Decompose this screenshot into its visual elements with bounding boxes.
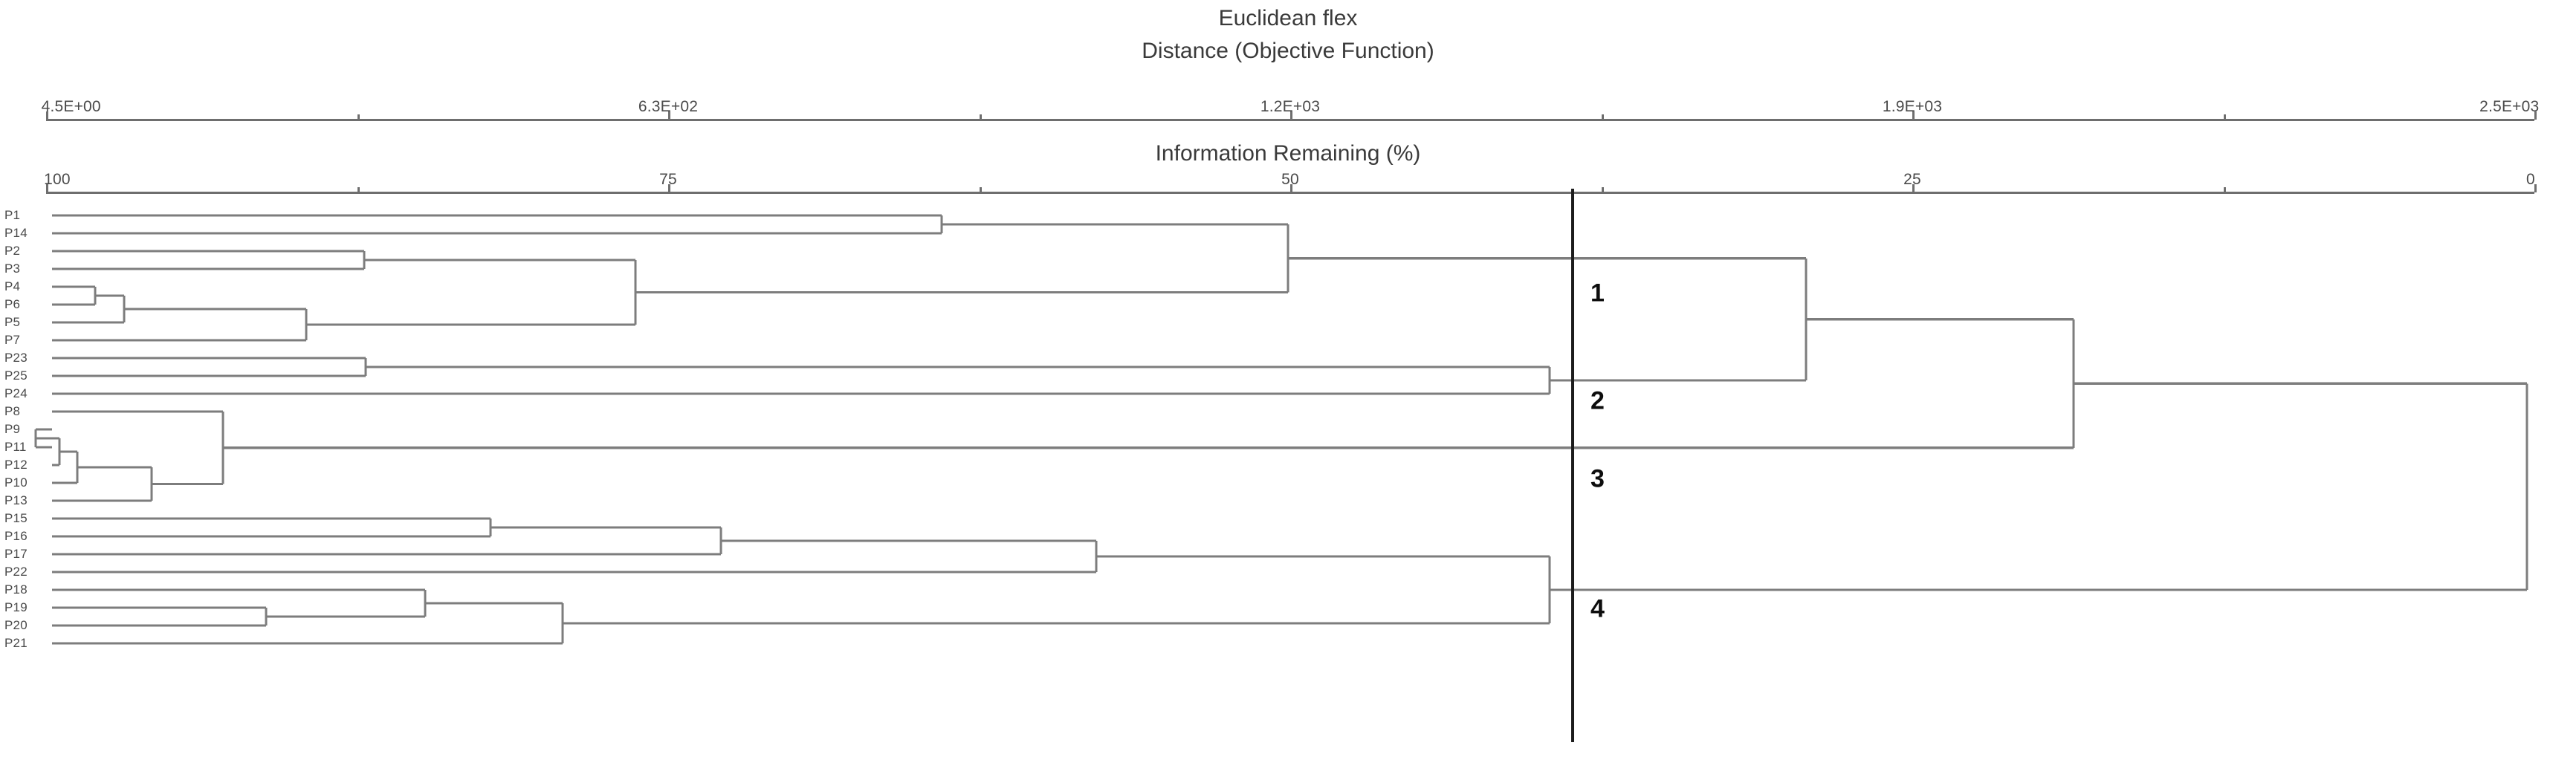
distance-axis-line xyxy=(46,119,2534,121)
axis-tick-label: 4.5E+00 xyxy=(41,98,101,115)
axis-tick-label: 75 xyxy=(659,171,677,188)
axis-tick-minor xyxy=(979,187,982,192)
axis-tick-label: 2.5E+03 xyxy=(2479,98,2540,115)
leaf-label-p16: P16 xyxy=(4,529,27,543)
axis-tick-minor xyxy=(357,187,360,192)
axis-tick-minor xyxy=(979,114,982,120)
leaf-label-p3: P3 xyxy=(4,261,21,276)
axis-tick-minor xyxy=(2223,187,2226,192)
axis-tick-major xyxy=(1290,184,1292,192)
axis-tick-minor xyxy=(357,114,360,120)
leaf-label-p2: P2 xyxy=(4,244,21,258)
leaf-label-p10: P10 xyxy=(4,475,27,490)
leaf-label-p21: P21 xyxy=(4,636,27,650)
leaf-label-p14: P14 xyxy=(4,226,27,240)
leaf-label-p15: P15 xyxy=(4,511,27,525)
leaf-label-p8: P8 xyxy=(4,404,21,418)
information-axis-label: Information Remaining (%) xyxy=(1155,141,1421,166)
leaf-label-p23: P23 xyxy=(4,351,27,365)
axis-tick-label: 100 xyxy=(44,171,71,188)
leaf-label-p19: P19 xyxy=(4,600,27,614)
leaf-label-p5: P5 xyxy=(4,315,21,329)
axis-tick-major xyxy=(1290,111,1292,120)
axis-tick-major xyxy=(1912,184,1915,192)
leaf-label-p4: P4 xyxy=(4,279,21,293)
cluster-number-2: 2 xyxy=(1590,386,1605,415)
leaf-label-p11: P11 xyxy=(4,440,27,454)
axis-tick-label: 6.3E+02 xyxy=(638,98,699,115)
page-title: Euclidean flex xyxy=(1218,6,1358,30)
axis-tick-label: 1.2E+03 xyxy=(1260,98,1321,115)
axis-tick-label: 1.9E+03 xyxy=(1882,98,1943,115)
information-axis-line xyxy=(46,192,2534,194)
axis-tick-minor xyxy=(2223,114,2226,120)
cluster-number-3: 3 xyxy=(1590,464,1605,493)
leaf-label-p25: P25 xyxy=(4,368,27,383)
cluster-number-4: 4 xyxy=(1590,594,1605,623)
axis-tick-label: 0 xyxy=(2526,171,2535,188)
leaf-label-p9: P9 xyxy=(4,422,21,436)
axis-tick-label: 50 xyxy=(1281,171,1299,188)
cluster-number-1: 1 xyxy=(1590,279,1605,308)
axis-tick-minor xyxy=(1601,114,1604,120)
axis-tick-major xyxy=(1912,111,1915,120)
axis-tick-label: 25 xyxy=(1903,171,1921,188)
cluster-cut-line[interactable] xyxy=(1571,189,1574,742)
distance-axis-label: Distance (Objective Function) xyxy=(1142,39,1434,63)
axis-tick-minor xyxy=(1601,187,1604,192)
leaf-label-p1: P1 xyxy=(4,208,21,222)
leaf-label-p24: P24 xyxy=(4,386,27,400)
leaf-label-p12: P12 xyxy=(4,458,27,472)
dendrogram-tree xyxy=(34,214,2528,645)
leaf-label-p18: P18 xyxy=(4,582,27,597)
axis-tick-major xyxy=(668,184,670,192)
axis-tick-major xyxy=(46,184,48,192)
axis-tick-major xyxy=(2534,184,2537,192)
leaf-label-p6: P6 xyxy=(4,297,21,311)
leaf-label-p13: P13 xyxy=(4,493,27,507)
leaf-label-p22: P22 xyxy=(4,565,27,579)
axis-tick-major xyxy=(46,111,48,120)
leaf-label-p17: P17 xyxy=(4,547,27,561)
leaf-label-p20: P20 xyxy=(4,618,27,632)
axis-tick-major xyxy=(668,111,670,120)
axis-tick-major xyxy=(2534,111,2537,120)
leaf-label-p7: P7 xyxy=(4,333,21,347)
